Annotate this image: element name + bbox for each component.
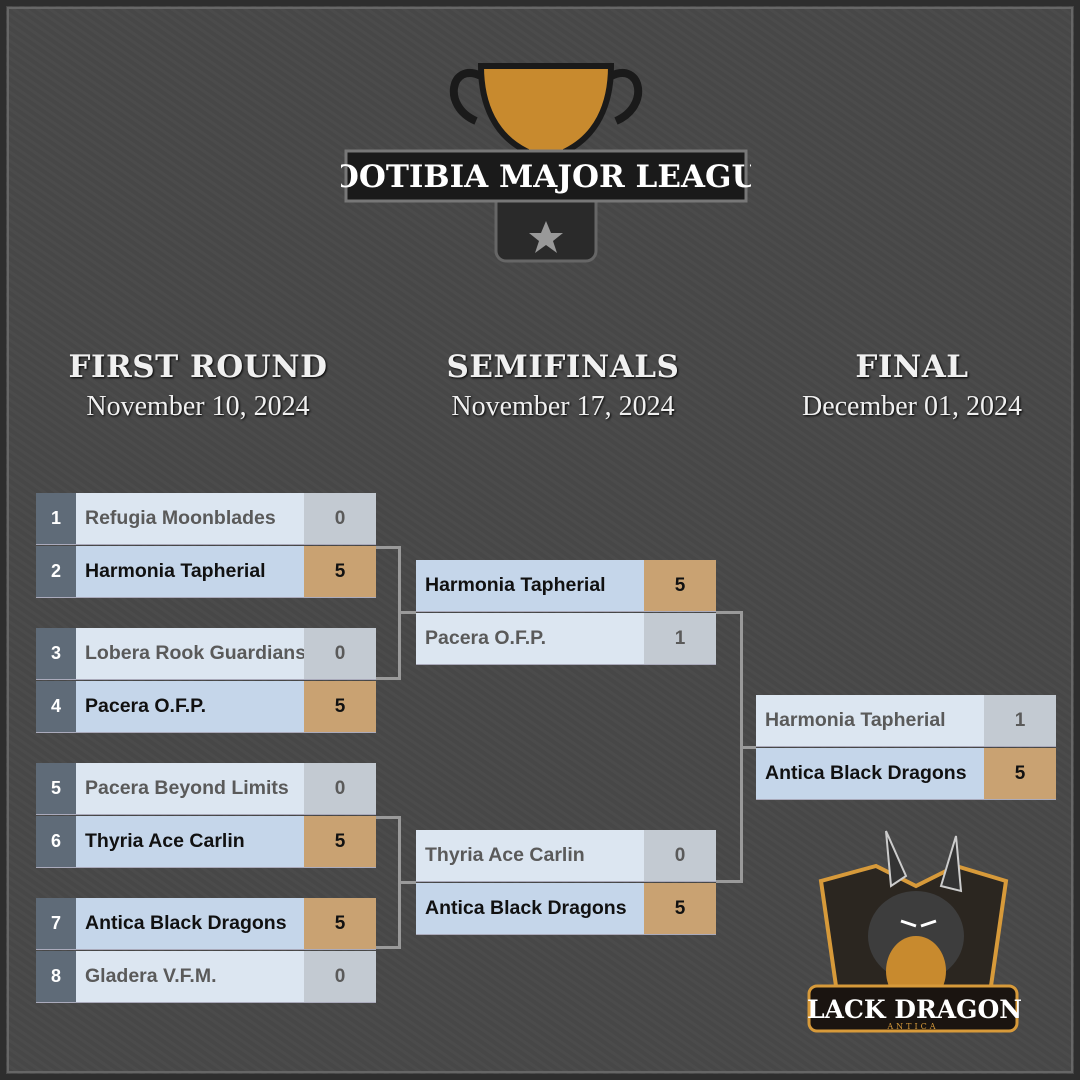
league-trophy-logo: FOOTIBIA MAJOR LEAGUE xyxy=(341,63,751,263)
team-name: Thyria Ace Carlin xyxy=(416,830,644,881)
team-name: Antica Black Dragons xyxy=(76,898,304,949)
black-dragons-logo: BLACK DRAGONS ANTICA xyxy=(806,830,1021,1033)
team-score: 5 xyxy=(984,748,1056,799)
bracket-connector xyxy=(398,611,416,614)
dragons-logo-subtext: ANTICA xyxy=(886,1022,938,1031)
league-logo-text: FOOTIBIA MAJOR LEAGUE xyxy=(341,159,751,195)
team-score: 0 xyxy=(304,951,376,1002)
round-title: FINAL xyxy=(855,349,969,385)
team-score: 5 xyxy=(304,546,376,597)
bracket-connector xyxy=(376,816,401,819)
team-name: Harmonia Tapherial xyxy=(76,546,304,597)
round-header-semifinals: SEMIFINALS November 17, 2024 xyxy=(413,349,713,423)
team-name: Gladera V.F.M. xyxy=(76,951,304,1002)
dragons-logo-text: BLACK DRAGONS xyxy=(806,995,1021,1024)
team-name: Antica Black Dragons xyxy=(416,883,644,934)
seed-number: 1 xyxy=(36,493,76,544)
bracket-connector xyxy=(716,880,743,883)
seed-number: 6 xyxy=(36,816,76,867)
round-header-final: FINAL December 01, 2024 xyxy=(762,349,1062,423)
team-name: Pacera O.F.P. xyxy=(76,681,304,732)
team-name: Thyria Ace Carlin xyxy=(76,816,304,867)
team-score: 1 xyxy=(644,613,716,664)
team-name: Refugia Moonblades xyxy=(76,493,304,544)
team-score: 0 xyxy=(304,493,376,544)
team-name: Pacera Beyond Limits xyxy=(76,763,304,814)
team-score: 0 xyxy=(644,830,716,881)
team-name: Antica Black Dragons xyxy=(756,748,984,799)
team-score: 0 xyxy=(304,628,376,679)
round-title: FIRST ROUND xyxy=(68,349,328,385)
bracket-connector xyxy=(716,611,743,614)
team-score: 5 xyxy=(304,898,376,949)
round-title: SEMIFINALS xyxy=(446,349,680,385)
round-header-first-round: FIRST ROUND November 10, 2024 xyxy=(48,349,348,423)
bracket-connector xyxy=(398,881,416,884)
round-date: November 10, 2024 xyxy=(86,391,310,422)
bracket-connector xyxy=(376,546,401,549)
team-name: Pacera O.F.P. xyxy=(416,613,644,664)
round-date: December 01, 2024 xyxy=(801,391,1023,422)
bracket-connector xyxy=(376,677,401,680)
match-row[interactable]: Pacera O.F.P.1 xyxy=(416,613,716,665)
team-name: Harmonia Tapherial xyxy=(416,560,644,611)
bracket-connector xyxy=(740,746,756,749)
team-score: 5 xyxy=(304,681,376,732)
bracket-connector xyxy=(376,946,401,949)
team-score: 5 xyxy=(644,883,716,934)
seed-number: 5 xyxy=(36,763,76,814)
team-score: 0 xyxy=(304,763,376,814)
team-score: 1 xyxy=(984,695,1056,746)
seed-number: 8 xyxy=(36,951,76,1002)
team-score: 5 xyxy=(644,560,716,611)
team-score: 5 xyxy=(304,816,376,867)
round-date: November 17, 2024 xyxy=(451,391,675,422)
seed-number: 7 xyxy=(36,898,76,949)
team-name: Lobera Rook Guardians xyxy=(76,628,304,679)
team-name: Harmonia Tapherial xyxy=(756,695,984,746)
seed-number: 4 xyxy=(36,681,76,732)
seed-number: 3 xyxy=(36,628,76,679)
seed-number: 2 xyxy=(36,546,76,597)
